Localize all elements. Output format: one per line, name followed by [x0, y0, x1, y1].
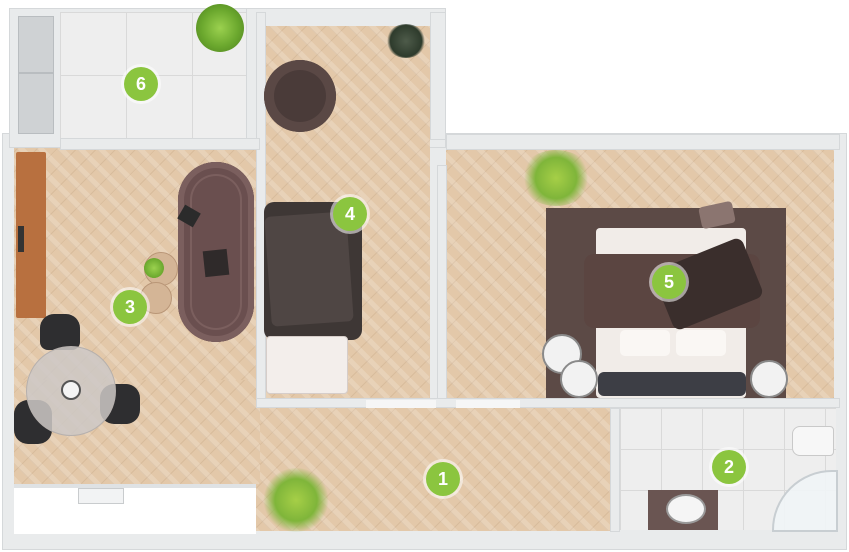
room-badge-6[interactable]: 6 — [124, 67, 158, 101]
pillow — [620, 330, 670, 356]
door-opening — [456, 400, 520, 408]
vase-icon — [61, 380, 81, 400]
wall-room5-top — [446, 134, 840, 150]
wall-room4-5 — [437, 165, 447, 407]
balcony-shelf-divider — [18, 72, 54, 74]
plant-icon — [520, 150, 592, 206]
room-badge-1[interactable]: 1 — [426, 462, 460, 496]
wall-room4-left — [256, 12, 266, 408]
wall-room6-bottom — [60, 138, 260, 150]
plant-icon — [386, 24, 426, 58]
tv-icon — [18, 226, 24, 252]
toilet-icon — [792, 426, 834, 456]
dining-chair — [40, 314, 80, 350]
door-opening — [366, 400, 436, 408]
balcony-shelf — [18, 16, 54, 134]
pouf-icon — [264, 60, 336, 132]
wall-bath-left — [610, 408, 620, 532]
pillow — [676, 330, 726, 356]
plant-icon — [262, 468, 330, 532]
sink-icon — [666, 494, 706, 524]
room-badge-5[interactable]: 5 — [652, 265, 686, 299]
bed-bench — [598, 372, 746, 396]
kitchen-counter — [14, 484, 256, 534]
kitchen-appliance — [78, 488, 124, 504]
room-badge-3[interactable]: 3 — [113, 290, 147, 324]
cushion-icon — [202, 248, 230, 278]
nightstand — [750, 360, 788, 398]
room-badge-4[interactable]: 4 — [333, 197, 367, 231]
plant-icon — [196, 4, 244, 52]
nightstand — [560, 360, 598, 398]
daybed — [266, 336, 348, 394]
side-table — [140, 282, 172, 314]
wall-room4-right — [430, 12, 446, 140]
wall-bottom-rooms — [256, 398, 840, 408]
room-badge-2[interactable]: 2 — [712, 450, 746, 484]
plant-icon — [144, 258, 164, 278]
